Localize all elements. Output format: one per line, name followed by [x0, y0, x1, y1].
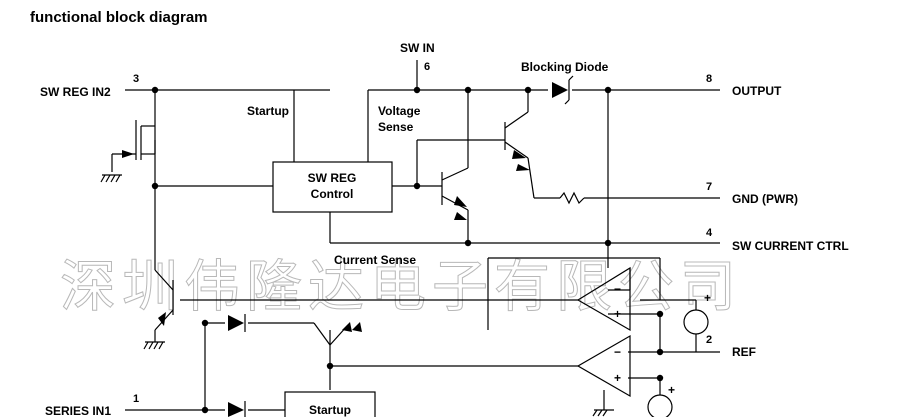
- current-source-plus: +: [704, 291, 711, 305]
- pin-3-name: SW REG IN2: [40, 85, 111, 99]
- pin-2-number: 2: [706, 334, 712, 346]
- transistor-arrow: [516, 164, 530, 171]
- pin-8-number: 8: [706, 73, 712, 85]
- pin-1-number: 1: [133, 393, 139, 405]
- diode-symbol: [228, 314, 246, 332]
- current-source-plus: +: [668, 383, 675, 397]
- junction-dots: [151, 86, 664, 414]
- voltage-sense-label-1: Voltage: [378, 104, 421, 118]
- pin-8-name: OUTPUT: [732, 84, 782, 98]
- diagram-title: functional block diagram: [30, 9, 208, 26]
- transistor-arrow: [512, 150, 526, 159]
- diode-symbol: [228, 401, 246, 417]
- sw-reg-control-label-2: Control: [311, 187, 354, 201]
- blocking-diode-label: Blocking Diode: [521, 60, 609, 74]
- blocking-diode-symbol: [552, 75, 574, 105]
- voltage-sense-label-2: Sense: [378, 120, 414, 134]
- pin-1-name: SERIES IN1: [45, 404, 111, 417]
- optocoupler-arrow: [352, 322, 362, 332]
- watermark-text: 深圳伟隆达电子有限公司: [60, 255, 742, 320]
- startup-block: [284, 391, 376, 417]
- startup-label: Startup: [247, 104, 289, 118]
- ground-symbol: [592, 409, 614, 417]
- transistor-arrow: [454, 212, 467, 220]
- pin-4-name: SW CURRENT CTRL: [732, 239, 849, 253]
- pin-4-number: 4: [706, 227, 713, 239]
- current-source-symbol: [647, 394, 673, 417]
- pin-7-number: 7: [706, 181, 712, 193]
- sw-reg-control-block: [272, 161, 393, 213]
- amp2-minus-sign: −: [614, 345, 621, 359]
- amp2-plus-sign: +: [614, 371, 621, 385]
- current-source-symbol: [683, 309, 709, 335]
- error-amp-1: [576, 266, 631, 332]
- pin-3-number: 3: [133, 73, 139, 85]
- optocoupler-arrow: [342, 322, 352, 332]
- pin-7-name: GND (PWR): [732, 192, 798, 206]
- error-amp-2: [576, 334, 631, 398]
- sw-in-label: SW IN: [400, 41, 435, 55]
- sw-reg-control-label-1: SW REG: [308, 171, 357, 185]
- startup-block-label: Startup: [309, 403, 351, 417]
- amp1-plus-sign: +: [614, 307, 621, 321]
- current-sense-label: Current Sense: [334, 253, 416, 267]
- ground-symbol: [100, 174, 122, 183]
- ground-symbol: [143, 341, 165, 350]
- pin-2-name: REF: [732, 345, 756, 359]
- amp1-minus-sign: −: [614, 282, 621, 296]
- transistor-arrow: [454, 196, 467, 207]
- wires: [111, 60, 720, 411]
- fet-arrow: [122, 150, 134, 158]
- pin-6-number: 6: [424, 61, 430, 73]
- transistor-arrow: [158, 312, 166, 326]
